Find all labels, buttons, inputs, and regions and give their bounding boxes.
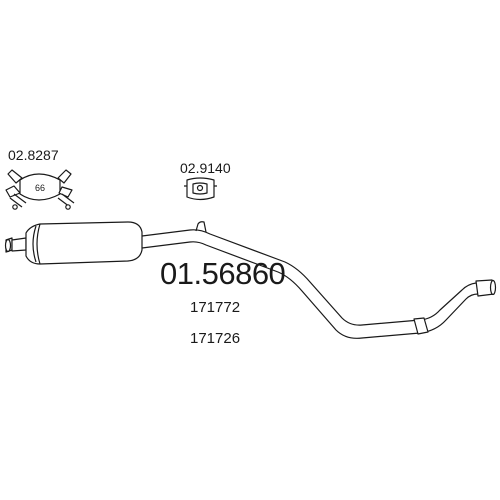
clamp-size-label: 66 <box>35 183 45 193</box>
pipe-hanger-bracket <box>195 221 207 233</box>
hanger-part-number: 02.9140 <box>180 160 231 176</box>
exhaust-assembly <box>4 221 497 339</box>
clamp-part-number: 02.8287 <box>8 147 59 163</box>
reference-number: 171772 <box>190 299 241 316</box>
exhaust-pipe <box>141 229 493 326</box>
reference-number: 171726 <box>190 330 241 347</box>
muffler <box>25 221 143 265</box>
main-part-number: 01.56860 <box>160 256 286 291</box>
pipe-clamp <box>5 169 75 210</box>
rubber-hanger <box>184 177 217 201</box>
